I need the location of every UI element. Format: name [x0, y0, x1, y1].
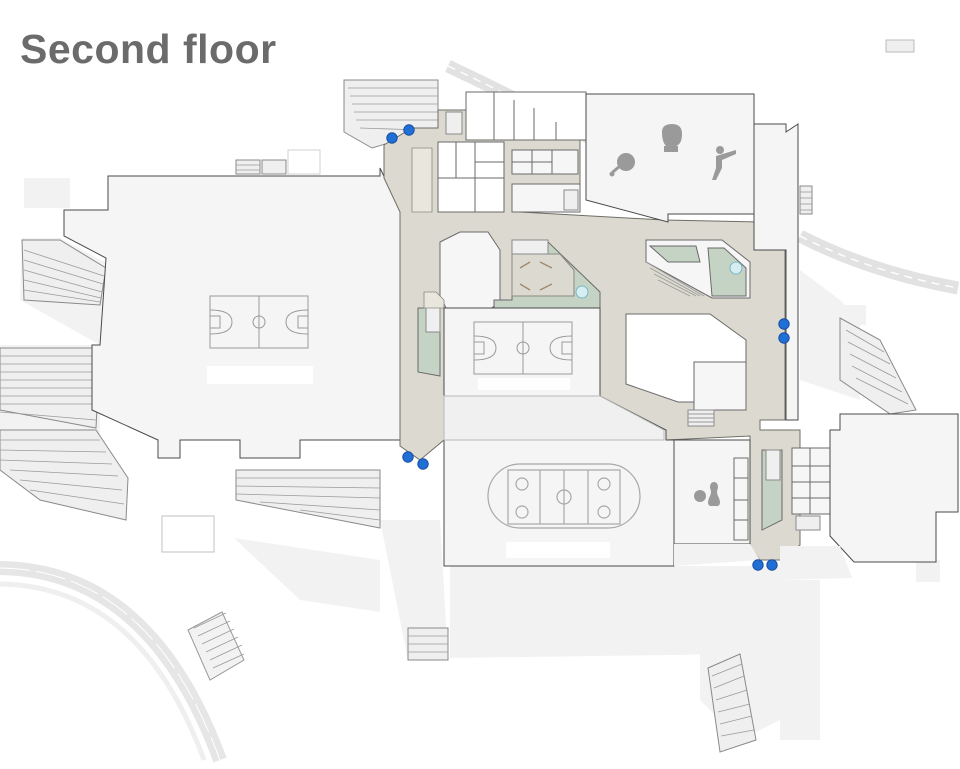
running-track — [0, 561, 245, 763]
courtyard-west — [439, 231, 601, 309]
map-title: Second floor — [20, 26, 277, 72]
courtyard-east — [645, 239, 751, 299]
fountain-marker — [575, 285, 589, 299]
rooms-east — [761, 413, 959, 580]
entrance-marker-icon — [417, 458, 429, 470]
entrance-marker-icon — [778, 332, 790, 344]
main-sports-hall — [63, 167, 401, 459]
basketball-court-icon — [209, 295, 309, 349]
entrance-marker-icon — [752, 559, 764, 571]
rooms-north — [437, 91, 587, 213]
entrance-marker-icon — [766, 559, 778, 571]
martial-arts-icon — [712, 146, 736, 180]
ice-hockey-rink-icon — [487, 463, 641, 529]
track-stands — [187, 611, 245, 681]
entrance-markers — [386, 124, 790, 571]
entrance-marker-icon — [403, 124, 415, 136]
road-east — [797, 230, 960, 295]
basketball-court-icon — [473, 321, 573, 375]
table-tennis-icon — [609, 153, 635, 177]
court-label-box — [478, 378, 570, 390]
entrance-marker-icon — [386, 132, 398, 144]
bowling-icon — [694, 482, 720, 506]
road-east-dash — [799, 235, 959, 289]
boxing-glove-icon — [662, 124, 682, 152]
rink-label-box — [506, 542, 610, 558]
hall-label-box — [207, 366, 313, 384]
east-building — [753, 123, 799, 421]
combat-sports-room — [585, 93, 755, 223]
entrance-marker-icon — [402, 451, 414, 463]
entrance-marker-icon — [778, 318, 790, 330]
